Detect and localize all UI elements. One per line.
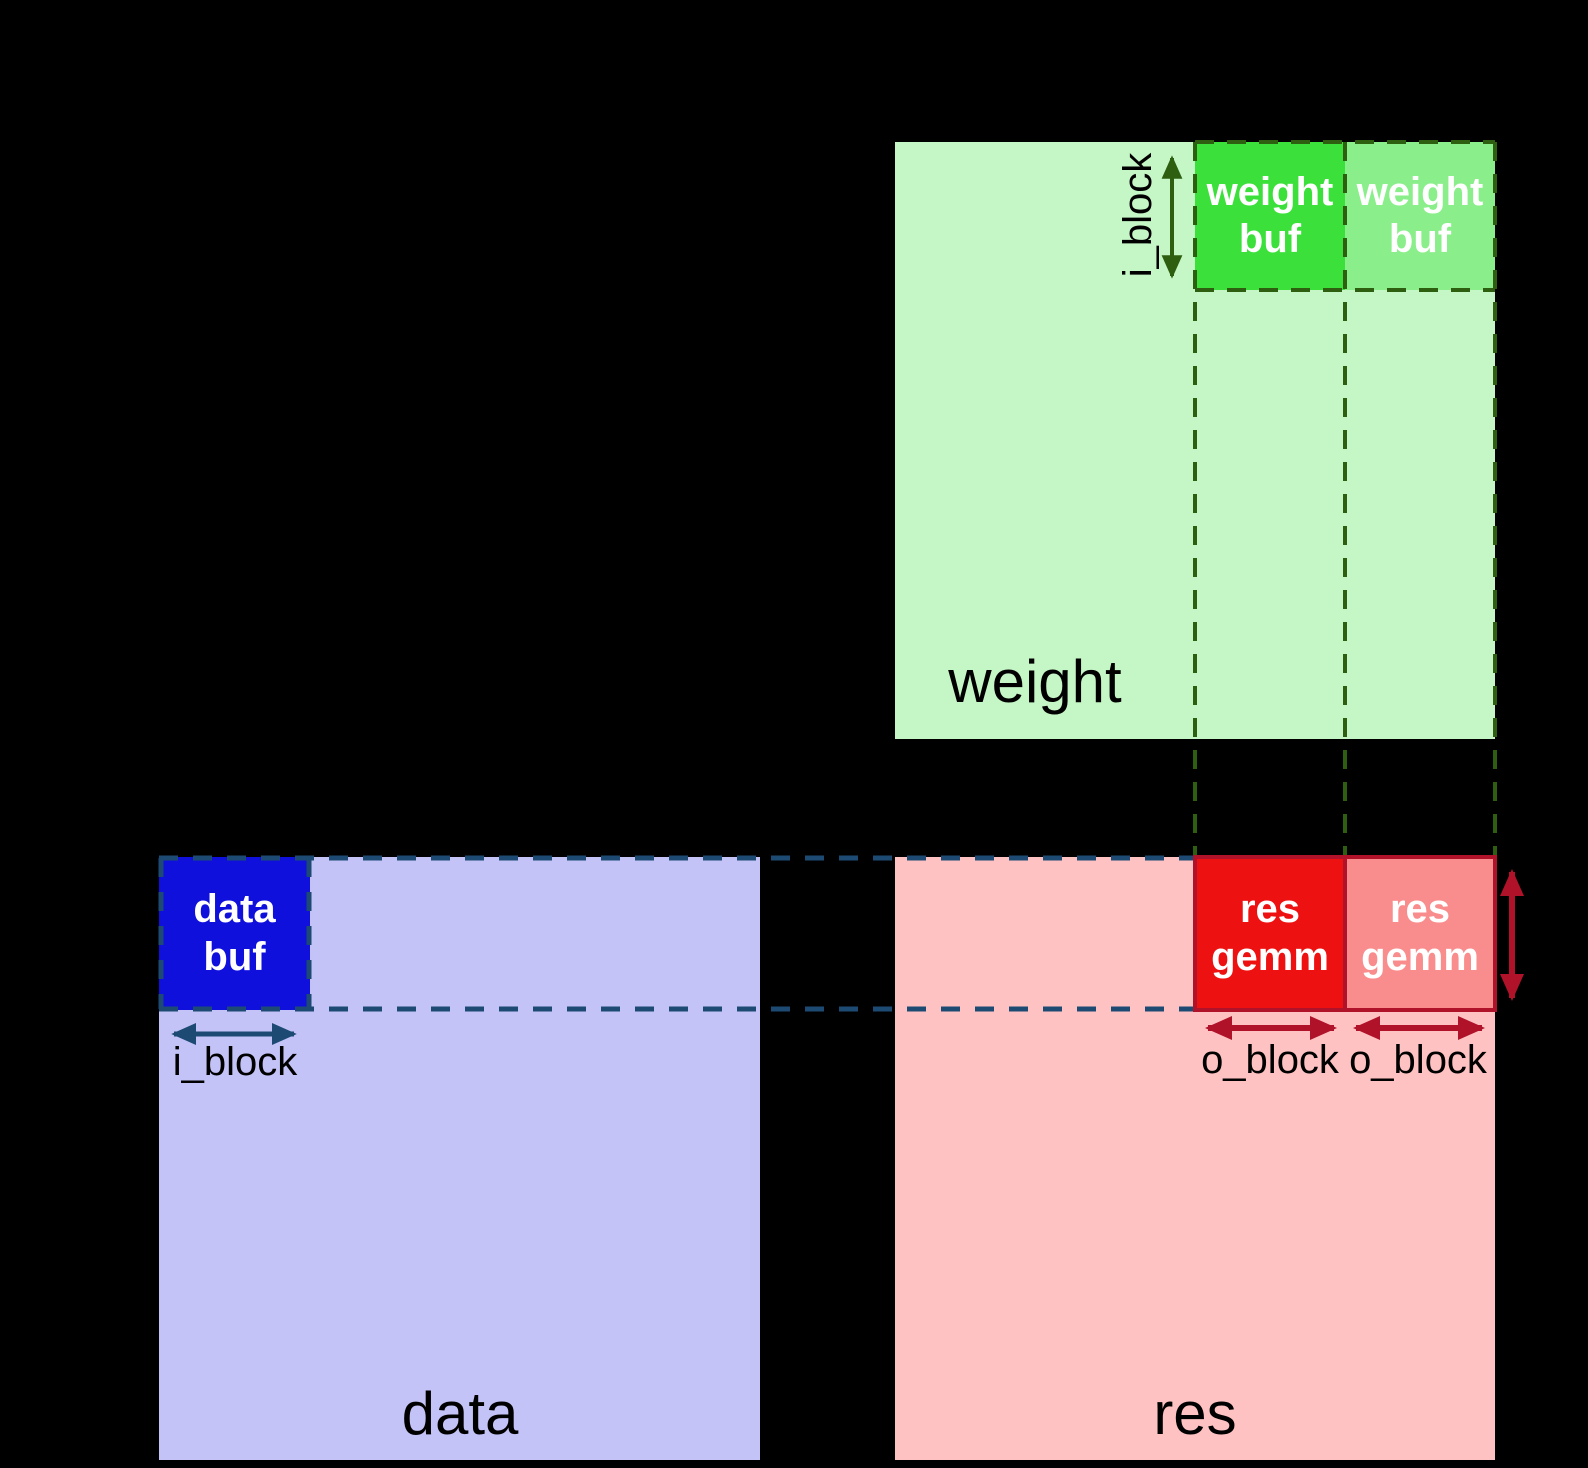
weight-matrix-label: weight — [948, 648, 1122, 715]
o-block-label-2: o_block — [1349, 1038, 1487, 1082]
res-gemm-tile-next: res gemm — [1345, 857, 1495, 1010]
data-buf-tile: data buf — [159, 857, 310, 1010]
res-matrix-label: res — [1153, 1380, 1237, 1447]
res-gemm-tile-active: res gemm — [1195, 857, 1345, 1010]
weight-buf-tile-active: weight buf — [1195, 142, 1345, 290]
data-matrix-label: data — [401, 1380, 519, 1447]
o-block-label-1: o_block — [1201, 1038, 1339, 1082]
i-block-data-label: i_block — [172, 1040, 298, 1084]
weight-buf-tile-next: weight buf — [1345, 142, 1495, 290]
i-block-weight-label: i_block — [1116, 152, 1160, 278]
